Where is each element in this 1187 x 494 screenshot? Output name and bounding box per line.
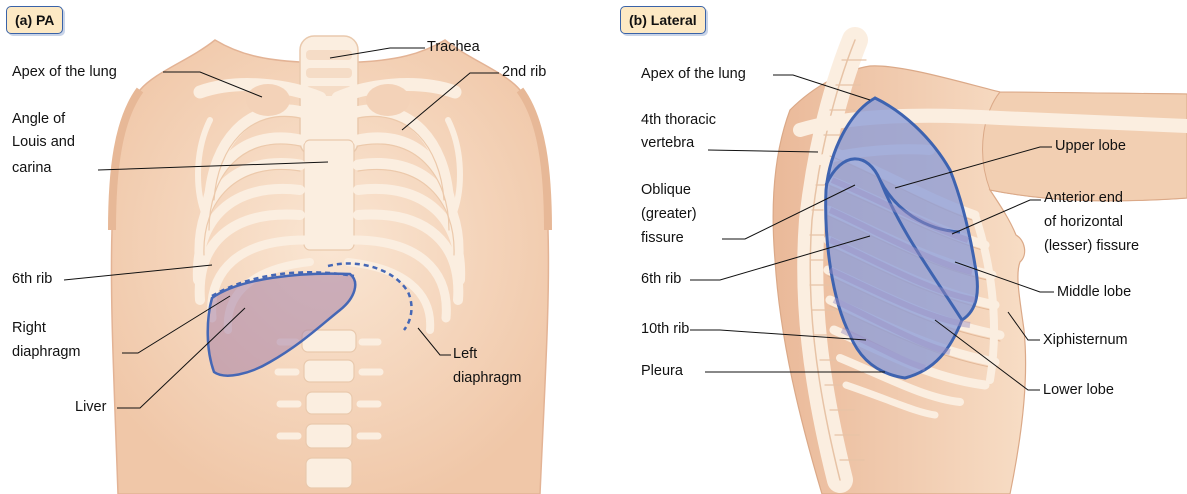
label-6th-rib-lateral: 6th rib xyxy=(641,269,681,290)
label-liver: Liver xyxy=(75,397,106,418)
label-4th-thoracic-2: vertebra xyxy=(641,133,694,154)
label-angle-of-louis-3: carina xyxy=(12,158,52,179)
label-upper-lobe: Upper lobe xyxy=(1055,136,1126,157)
label-6th-rib-pa: 6th rib xyxy=(12,269,52,290)
label-10th-rib: 10th rib xyxy=(641,319,689,340)
label-lower-lobe: Lower lobe xyxy=(1043,380,1114,401)
label-left-diaphragm-1: Left xyxy=(453,344,477,365)
label-oblique-fissure-3: fissure xyxy=(641,228,684,249)
label-apex-pa: Apex of the lung xyxy=(12,62,117,83)
panel-tag-lateral: (b) Lateral xyxy=(620,6,706,34)
label-trachea: Trachea xyxy=(427,37,480,58)
label-angle-of-louis-2: Louis and xyxy=(12,132,75,153)
label-angle-of-louis-1: Angle of xyxy=(12,109,65,130)
label-left-diaphragm-2: diaphragm xyxy=(453,368,522,389)
label-right-diaphragm-1: Right xyxy=(12,318,46,339)
label-oblique-fissure-1: Oblique xyxy=(641,180,691,201)
label-pleura: Pleura xyxy=(641,361,683,382)
label-xiphisternum: Xiphisternum xyxy=(1043,330,1128,351)
label-anterior-end-1: Anterior end xyxy=(1044,188,1123,209)
label-2nd-rib: 2nd rib xyxy=(502,62,546,83)
label-right-diaphragm-2: diaphragm xyxy=(12,342,81,363)
panel-tag-pa: (a) PA xyxy=(6,6,63,34)
label-anterior-end-3: (lesser) fissure xyxy=(1044,236,1139,257)
label-oblique-fissure-2: (greater) xyxy=(641,204,697,225)
label-anterior-end-2: of horizontal xyxy=(1044,212,1123,233)
label-apex-lateral: Apex of the lung xyxy=(641,64,746,85)
label-middle-lobe: Middle lobe xyxy=(1057,282,1131,303)
label-4th-thoracic-1: 4th thoracic xyxy=(641,110,716,131)
